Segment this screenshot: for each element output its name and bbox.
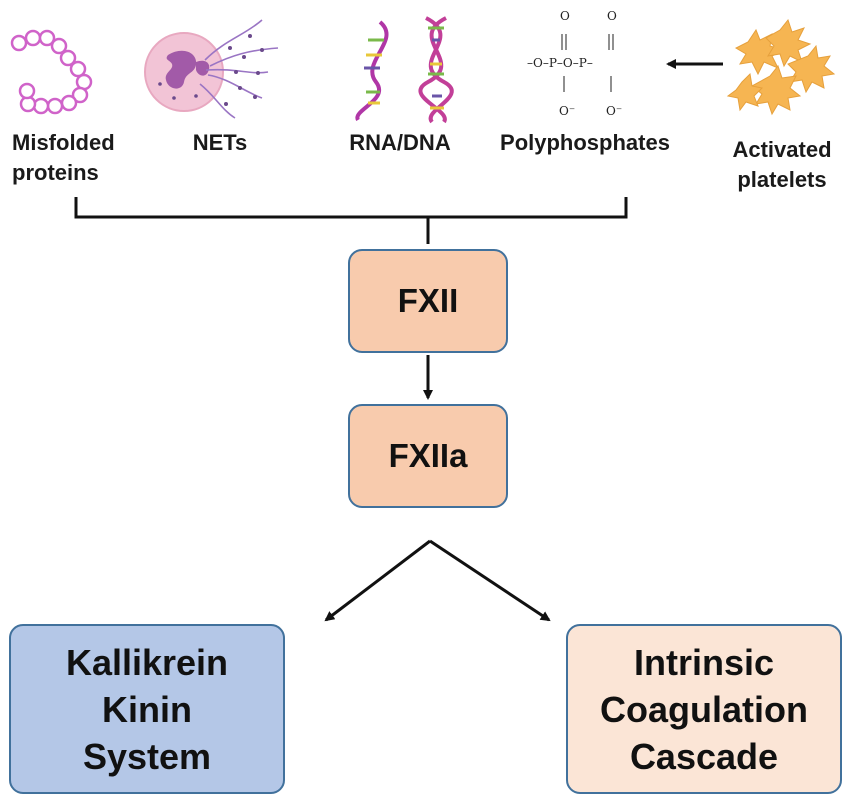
polyphosphate-structure: O O –O–P–O–P– O⁻ O⁻ [527, 9, 622, 118]
chem-o-top-1: O [560, 9, 570, 23]
intrinsic-line-3: Cascade [629, 735, 779, 777]
intrinsic-coagulation-cascade-box: Intrinsic Coagulation Cascade [566, 624, 842, 794]
kallikrein-line-1: Kallikrein [65, 641, 229, 683]
fxii-box: FXII [348, 249, 508, 353]
platelets-icon [726, 18, 836, 116]
intrinsic-line-2: Coagulation [600, 688, 808, 730]
rna-dna-label: RNA/DNA [349, 130, 451, 155]
polyphosphates-label: Polyphosphates [500, 130, 670, 155]
chem-o-bottom-2: O⁻ [606, 104, 622, 118]
fxiia-to-intrinsic-arrow [429, 539, 551, 622]
kallikrein-line-3: System [82, 735, 212, 777]
rna-icon [355, 20, 389, 122]
neutrophil-net-icon [144, 19, 279, 119]
chem-o-top-2: O [607, 9, 617, 23]
platelets-line-2: platelets [737, 167, 827, 192]
kallikrein-line-2: Kinin [102, 688, 192, 730]
misfolded-proteins-label: Misfolded proteins [0, 128, 162, 188]
fxii-label: FXII [397, 282, 459, 319]
chem-chain: –O–P–O–P– [527, 56, 593, 70]
misfolded-line-2: proteins [12, 160, 99, 185]
activated-platelets-label: Activated platelets [718, 135, 846, 195]
nets-label: NETs [192, 130, 248, 155]
dna-icon [418, 16, 454, 124]
misfolded-line-1: Misfolded [12, 130, 115, 155]
protein-chain-icon [10, 29, 93, 115]
platelets-line-1: Activated [732, 137, 832, 162]
fxiia-label: FXIIa [388, 437, 468, 474]
kallikrein-kinin-system-box: Kallikrein Kinin System [9, 624, 285, 794]
fxiia-box: FXIIa [348, 404, 508, 508]
sources-bracket [74, 197, 628, 244]
intrinsic-line-1: Intrinsic [633, 641, 775, 683]
fxiia-to-kallikrein-arrow [324, 539, 431, 622]
chem-o-bottom-1: O⁻ [559, 104, 575, 118]
